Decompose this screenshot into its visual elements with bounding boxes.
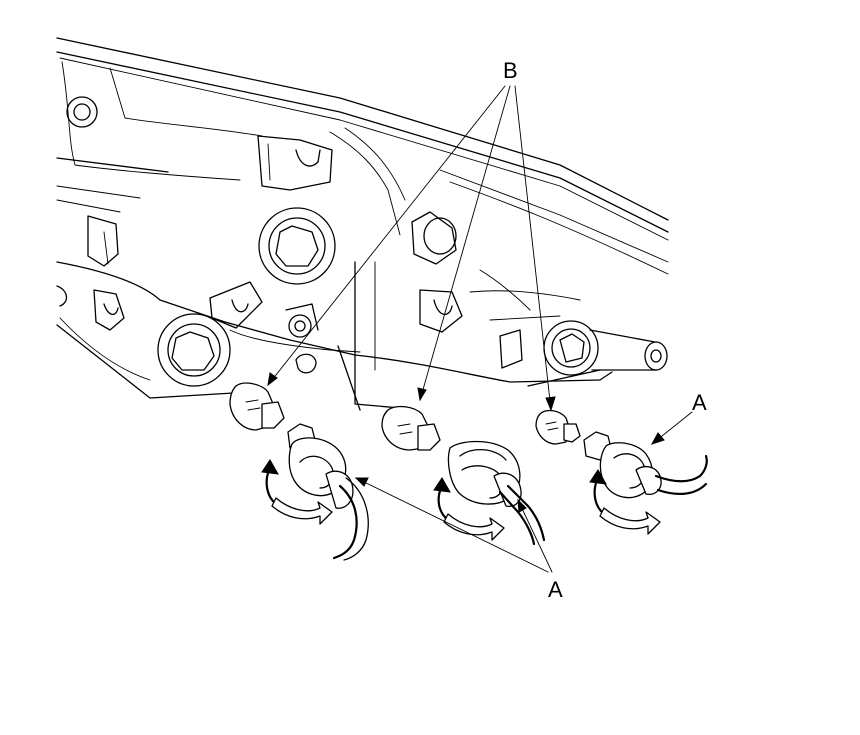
bulb-middle <box>381 405 441 451</box>
callout-label-a-bottom: A <box>548 577 563 602</box>
rotation-arrow-right <box>589 469 661 535</box>
callout-label-b: B <box>503 58 518 83</box>
socket-left <box>287 423 369 561</box>
bulb-right <box>535 409 581 445</box>
rotation-arrow-middle <box>433 477 505 541</box>
rotation-arrow-left <box>261 459 333 525</box>
socket-right <box>583 431 708 499</box>
bulb-left <box>229 382 285 431</box>
leader-lines-b <box>267 85 556 412</box>
taillight-housing <box>56 37 669 411</box>
leader-lines-a <box>354 411 693 573</box>
callout-label-a-right: A <box>692 390 707 415</box>
socket-middle <box>447 440 546 546</box>
